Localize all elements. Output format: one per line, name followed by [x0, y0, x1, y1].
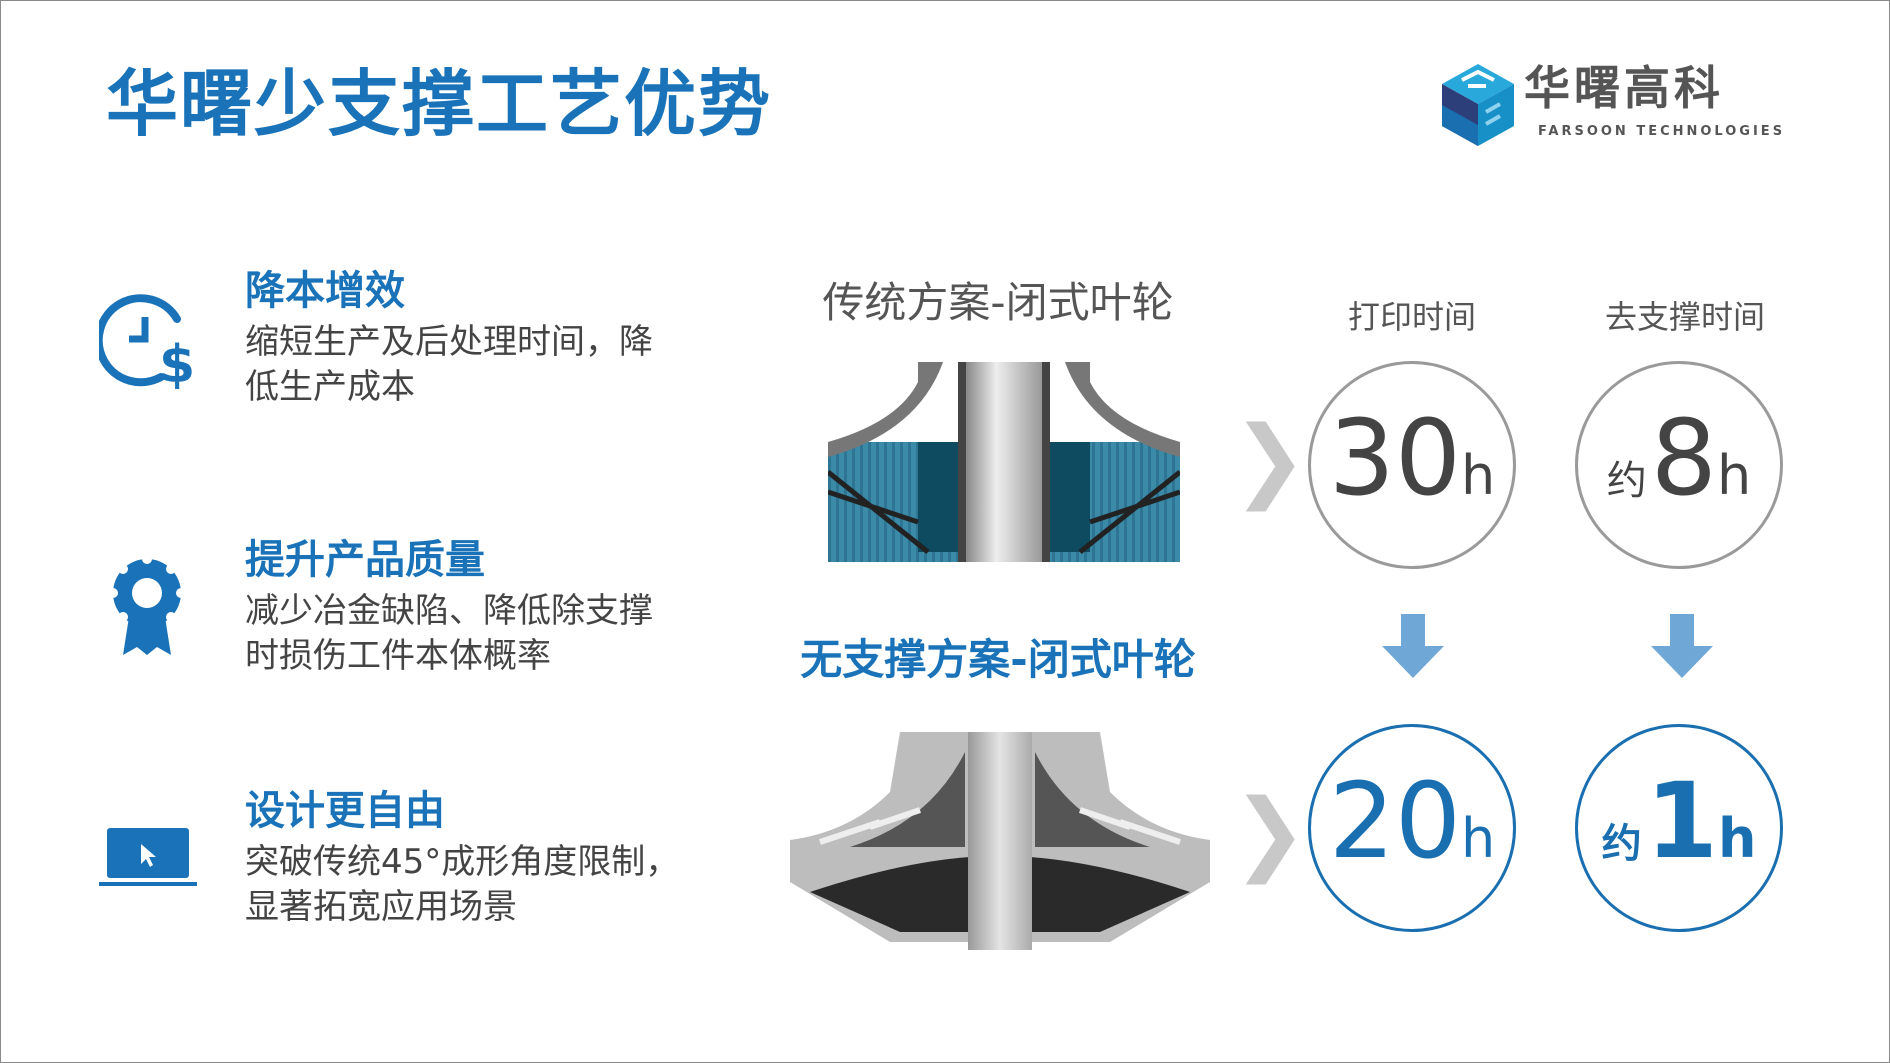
- description-line: 低生产成本: [245, 367, 415, 407]
- feature-description: 突破传统45°成形角度限制， 显著拓宽应用场景: [245, 840, 725, 930]
- logo-text-en: FARSOON TECHNOLOGIES: [1538, 124, 1786, 139]
- feature-description: 缩短生产及后处理时间，降 低生产成本: [245, 320, 725, 410]
- value: 20: [1328, 760, 1462, 882]
- description-line: 缩短生产及后处理时间，降: [245, 322, 653, 362]
- traditional-label: 传统方案-闭式叶轮: [822, 278, 1174, 327]
- laptop-cursor-icon: [99, 828, 197, 886]
- supportless-label: 无支撑方案-闭式叶轮: [800, 635, 1196, 684]
- arrow-down-icon: [1651, 614, 1713, 678]
- page-title: 华曙少支撑工艺优势: [106, 62, 773, 146]
- description-line: 显著拓宽应用场景: [245, 887, 517, 927]
- svg-text:$: $: [159, 335, 195, 389]
- award-badge-icon: [111, 557, 183, 655]
- unit: h: [1717, 807, 1757, 870]
- feature-heading: 提升产品质量: [245, 537, 485, 583]
- prefix: 约: [1606, 458, 1647, 504]
- value: 8: [1650, 397, 1717, 519]
- feature-description: 减少冶金缺陷、降低除支撑 时损伤工件本体概率: [245, 589, 725, 679]
- description-line: 减少冶金缺陷、降低除支撑: [245, 591, 653, 631]
- unit: h: [1461, 444, 1496, 507]
- value: 30: [1328, 397, 1462, 519]
- print-time-header: 打印时间: [1347, 298, 1476, 336]
- logo-text-cn: 华曙高科: [1524, 61, 1724, 115]
- prefix: 约: [1601, 821, 1642, 867]
- unit: h: [1716, 444, 1752, 507]
- farsoon-logo: 华曙高科 FARSOON TECHNOLOGIES: [1440, 62, 1810, 154]
- logo-cube-icon: [1442, 64, 1514, 146]
- chevron-right-icon: ❯: [1232, 407, 1308, 512]
- value: 1: [1645, 760, 1718, 882]
- arrow-down-icon: [1382, 614, 1444, 678]
- feature-heading: 设计更自由: [245, 788, 445, 834]
- description-line: 时损伤工件本体概率: [245, 636, 551, 676]
- clock-dollar-icon: $: [99, 294, 195, 389]
- support-removal-time-header: 去支撑时间: [1604, 298, 1765, 336]
- supportless-impeller-image: [790, 732, 1210, 950]
- unit: h: [1461, 807, 1496, 870]
- traditional-impeller-image: [828, 362, 1180, 562]
- feature-heading: 降本增效: [245, 268, 405, 314]
- description-line: 突破传统45°成形角度限制，: [245, 842, 680, 882]
- chevron-right-icon: ❯: [1232, 780, 1308, 885]
